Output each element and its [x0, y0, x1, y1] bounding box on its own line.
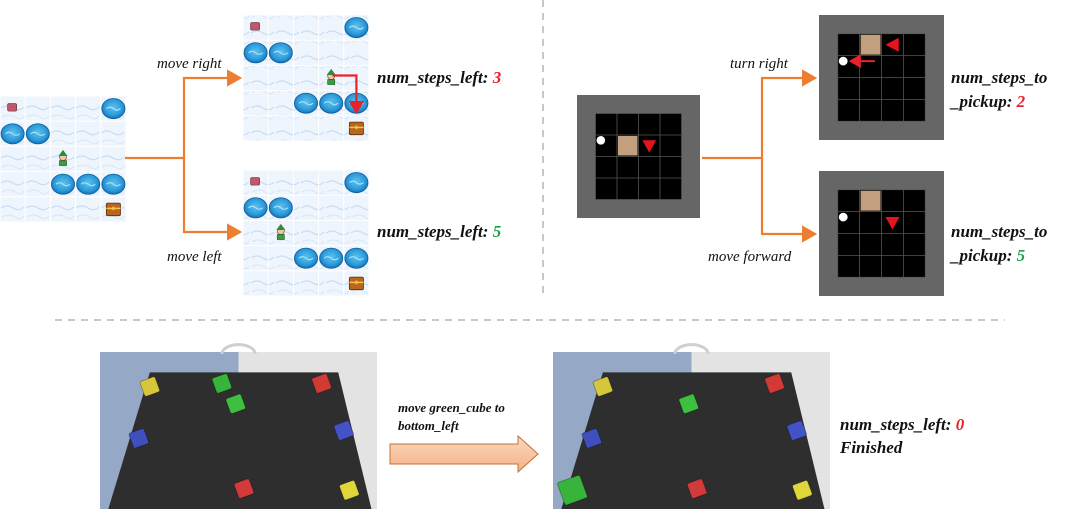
metric-label: num_steps_left:: [377, 68, 488, 87]
minigrid-action-bottom: move forward: [708, 249, 792, 265]
minigrid-move-forward-grid: [819, 171, 944, 296]
start-stool-icon: [7, 103, 17, 112]
red-moon-block: [311, 373, 332, 394]
ball-object: [838, 212, 848, 222]
block-push-before-scene: [100, 343, 377, 509]
hole-ripple: [55, 182, 71, 187]
hole-ripple: [273, 50, 289, 55]
green-star-block: [225, 393, 246, 414]
minigrid-turn-right-grid: [819, 15, 944, 140]
red-moon-block: [764, 373, 785, 394]
hole-ripple: [348, 256, 364, 261]
hole-ripple: [30, 131, 46, 136]
ice-surface: [243, 170, 369, 296]
metric-value: 3: [492, 68, 502, 87]
elf-hat-icon: [276, 223, 286, 230]
green-cube-block: [211, 373, 232, 394]
hole-ripple: [273, 205, 289, 210]
block-push-after-scene: [553, 343, 830, 509]
frozen-lake-move-left-grid: [242, 169, 370, 297]
robot-arm-base: [673, 343, 710, 355]
hole-ripple: [248, 205, 264, 210]
box-object: [617, 135, 638, 156]
robot-arm-base: [220, 343, 257, 355]
block-push-big-arrow: [389, 434, 539, 474]
agent-triangle-icon: [885, 37, 899, 52]
optimal-path-arrow: [332, 74, 365, 115]
chest-lock: [355, 280, 358, 285]
minigrid-branch-arrow-lower: [760, 158, 818, 243]
tabletop: [108, 372, 372, 509]
frozen-lake-branch-arrow: [125, 69, 243, 160]
hole-ripple: [80, 182, 96, 187]
elf-body-icon: [276, 234, 285, 240]
metric-value: 2: [1016, 92, 1026, 111]
block-push-status: Finished: [839, 438, 903, 457]
minigrid-metric-top-line1: num_steps_to: [951, 68, 1047, 87]
metric-label: num_steps_left:: [840, 415, 951, 434]
metric-label: _pickup:: [949, 246, 1012, 265]
elf-hat-icon: [326, 68, 336, 75]
chest-lock: [112, 206, 115, 211]
frozen-lake-action-top: move right: [157, 56, 222, 72]
box-object: [860, 190, 881, 211]
elf-body-icon: [59, 160, 67, 166]
metric-value: 5: [493, 222, 502, 241]
block-push-metric: num_steps_left: 0: [840, 415, 965, 434]
minigrid-metric-bottom-line1: num_steps_to: [951, 222, 1047, 241]
blue-moon-block: [128, 428, 149, 449]
hole-ripple: [348, 25, 364, 30]
ice-surface: [243, 15, 369, 141]
red-pentagon-block: [686, 478, 708, 499]
hole-ripple: [105, 182, 121, 187]
metric-label: _pickup:: [949, 92, 1012, 111]
block-push-action-line1: move green_cube to: [398, 400, 505, 415]
chest-lock: [355, 125, 358, 130]
frozen-lake-action-bottom: move left: [167, 249, 222, 265]
start-stool-icon: [250, 22, 260, 31]
block-push-action-line2: bottom_left: [398, 418, 459, 433]
frozen-lake-initial-grid: [0, 95, 127, 223]
frozen-lake-branch-arrow-lower: [182, 158, 243, 241]
frozen-lake-move-right-grid: [242, 14, 370, 142]
hole-ripple: [248, 50, 264, 55]
elf-hat-icon: [58, 149, 68, 156]
yellow-pentagon-block: [792, 480, 813, 501]
hole-ripple: [323, 101, 339, 106]
agent-triangle-icon: [885, 216, 900, 230]
minigrid-initial-grid: [577, 95, 700, 218]
hole-ripple: [323, 256, 339, 261]
frozen-lake-metric-top: num_steps_left: 3: [377, 68, 502, 87]
elf-body-icon: [327, 79, 336, 85]
metric-label: num_steps_left:: [377, 222, 488, 241]
minigrid-metric-top-line2: _pickup: 2: [949, 92, 1026, 111]
hole-ripple: [105, 106, 121, 111]
ball-object: [596, 136, 606, 145]
blue-cube-block: [333, 420, 354, 441]
agent-triangle-icon: [642, 140, 657, 153]
metric-value: 5: [1017, 246, 1026, 265]
blue-moon-block: [581, 428, 602, 449]
start-stool-icon: [250, 177, 260, 186]
metric-value: 0: [956, 415, 965, 434]
green-cube-block: [557, 474, 588, 506]
green-star-block: [678, 393, 699, 414]
minigrid-metric-bottom-line2: _pickup: 5: [949, 246, 1026, 265]
hole-ripple: [5, 131, 21, 136]
box-object: [860, 34, 881, 55]
yellow-star-block: [139, 376, 160, 397]
minigrid-action-top: turn right: [730, 56, 789, 72]
yellow-pentagon-block: [339, 480, 360, 501]
hole-ripple: [298, 101, 314, 106]
ball-object: [838, 56, 848, 66]
yellow-star-block: [592, 376, 613, 397]
hole-ripple: [298, 256, 314, 261]
minigrid-branch-arrow: [702, 69, 818, 160]
tabletop: [561, 372, 825, 509]
blue-cube-block: [786, 420, 807, 441]
red-pentagon-block: [233, 478, 255, 499]
frozen-lake-metric-bottom: num_steps_left: 5: [377, 222, 502, 241]
hole-ripple: [348, 180, 364, 185]
